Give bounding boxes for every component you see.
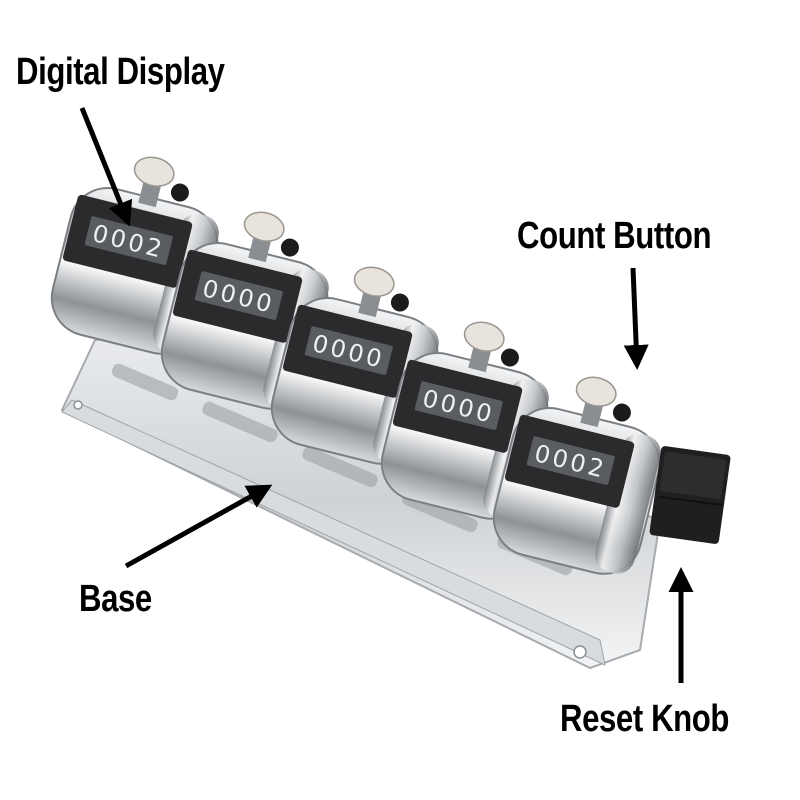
arrow-count-button [623,267,649,370]
arrow-base [124,484,273,569]
count-button[interactable] [237,208,306,269]
digital-display: 0000 [172,249,303,343]
digital-display: 0000 [282,304,413,398]
label-count-button: Count Button [517,215,712,257]
count-button[interactable] [127,153,196,214]
digital-display: 0000 [392,359,523,453]
label-digital-display: Digital Display [16,51,225,93]
mount-hole-right [573,645,587,659]
count-button[interactable] [569,373,638,434]
digital-display: 0002 [504,414,635,508]
mount-hole-left [73,400,83,410]
count-button[interactable] [457,318,526,379]
reset-knob[interactable] [649,446,731,545]
counter-unit: 0002 [492,373,661,575]
arrow-digital-display [79,107,133,227]
count-button[interactable] [347,263,416,324]
label-reset-knob: Reset Knob [560,698,730,740]
label-base: Base [79,578,152,620]
digital-display: 0002 [62,194,193,288]
annotation-arrows [79,107,694,683]
